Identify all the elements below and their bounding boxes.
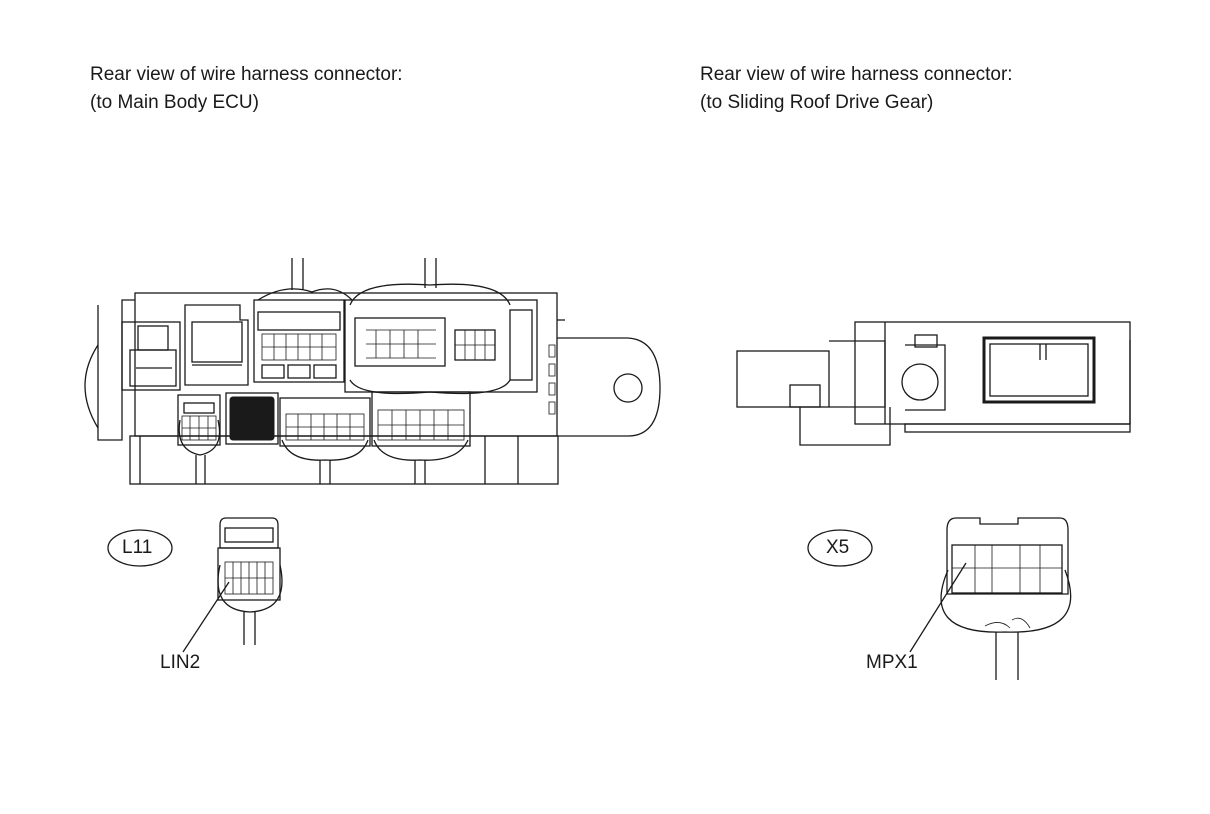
l11-connector-detail [107, 517, 283, 653]
l11-ecu-grid [181, 415, 217, 441]
mpx1-terminal-label: MPX1 [866, 652, 918, 673]
lin2-terminal-label: LIN2 [160, 652, 201, 673]
right-title-line2: (to Sliding Roof Drive Gear) [700, 92, 934, 113]
top-connector-grid [261, 333, 337, 361]
main-body-ecu-drawing [84, 258, 661, 485]
left-connector-title: Rear view of wire harness connector: (to… [90, 61, 403, 117]
x5-pin-grid [952, 545, 1062, 593]
l11-pin-grid [224, 561, 274, 595]
sliding-roof-drive-gear-drawing [736, 321, 1131, 446]
right-connector-title: Rear view of wire harness connector: (to… [700, 61, 1013, 117]
l11-connector-code: L11 [122, 537, 153, 558]
large-connector-grid [366, 329, 436, 359]
right-title-line1: Rear view of wire harness connector: [700, 64, 1013, 85]
mpx1-leader-line [909, 562, 967, 653]
lin2-leader-line [182, 581, 230, 653]
left-title-line2: (to Main Body ECU) [90, 92, 259, 113]
l11-tag-outline [107, 529, 173, 567]
left-title-line1: Rear view of wire harness connector: [90, 64, 403, 85]
x5-tag-outline [807, 529, 873, 567]
x5-connector-code: X5 [826, 537, 850, 558]
x5-connector-detail [807, 517, 1072, 680]
